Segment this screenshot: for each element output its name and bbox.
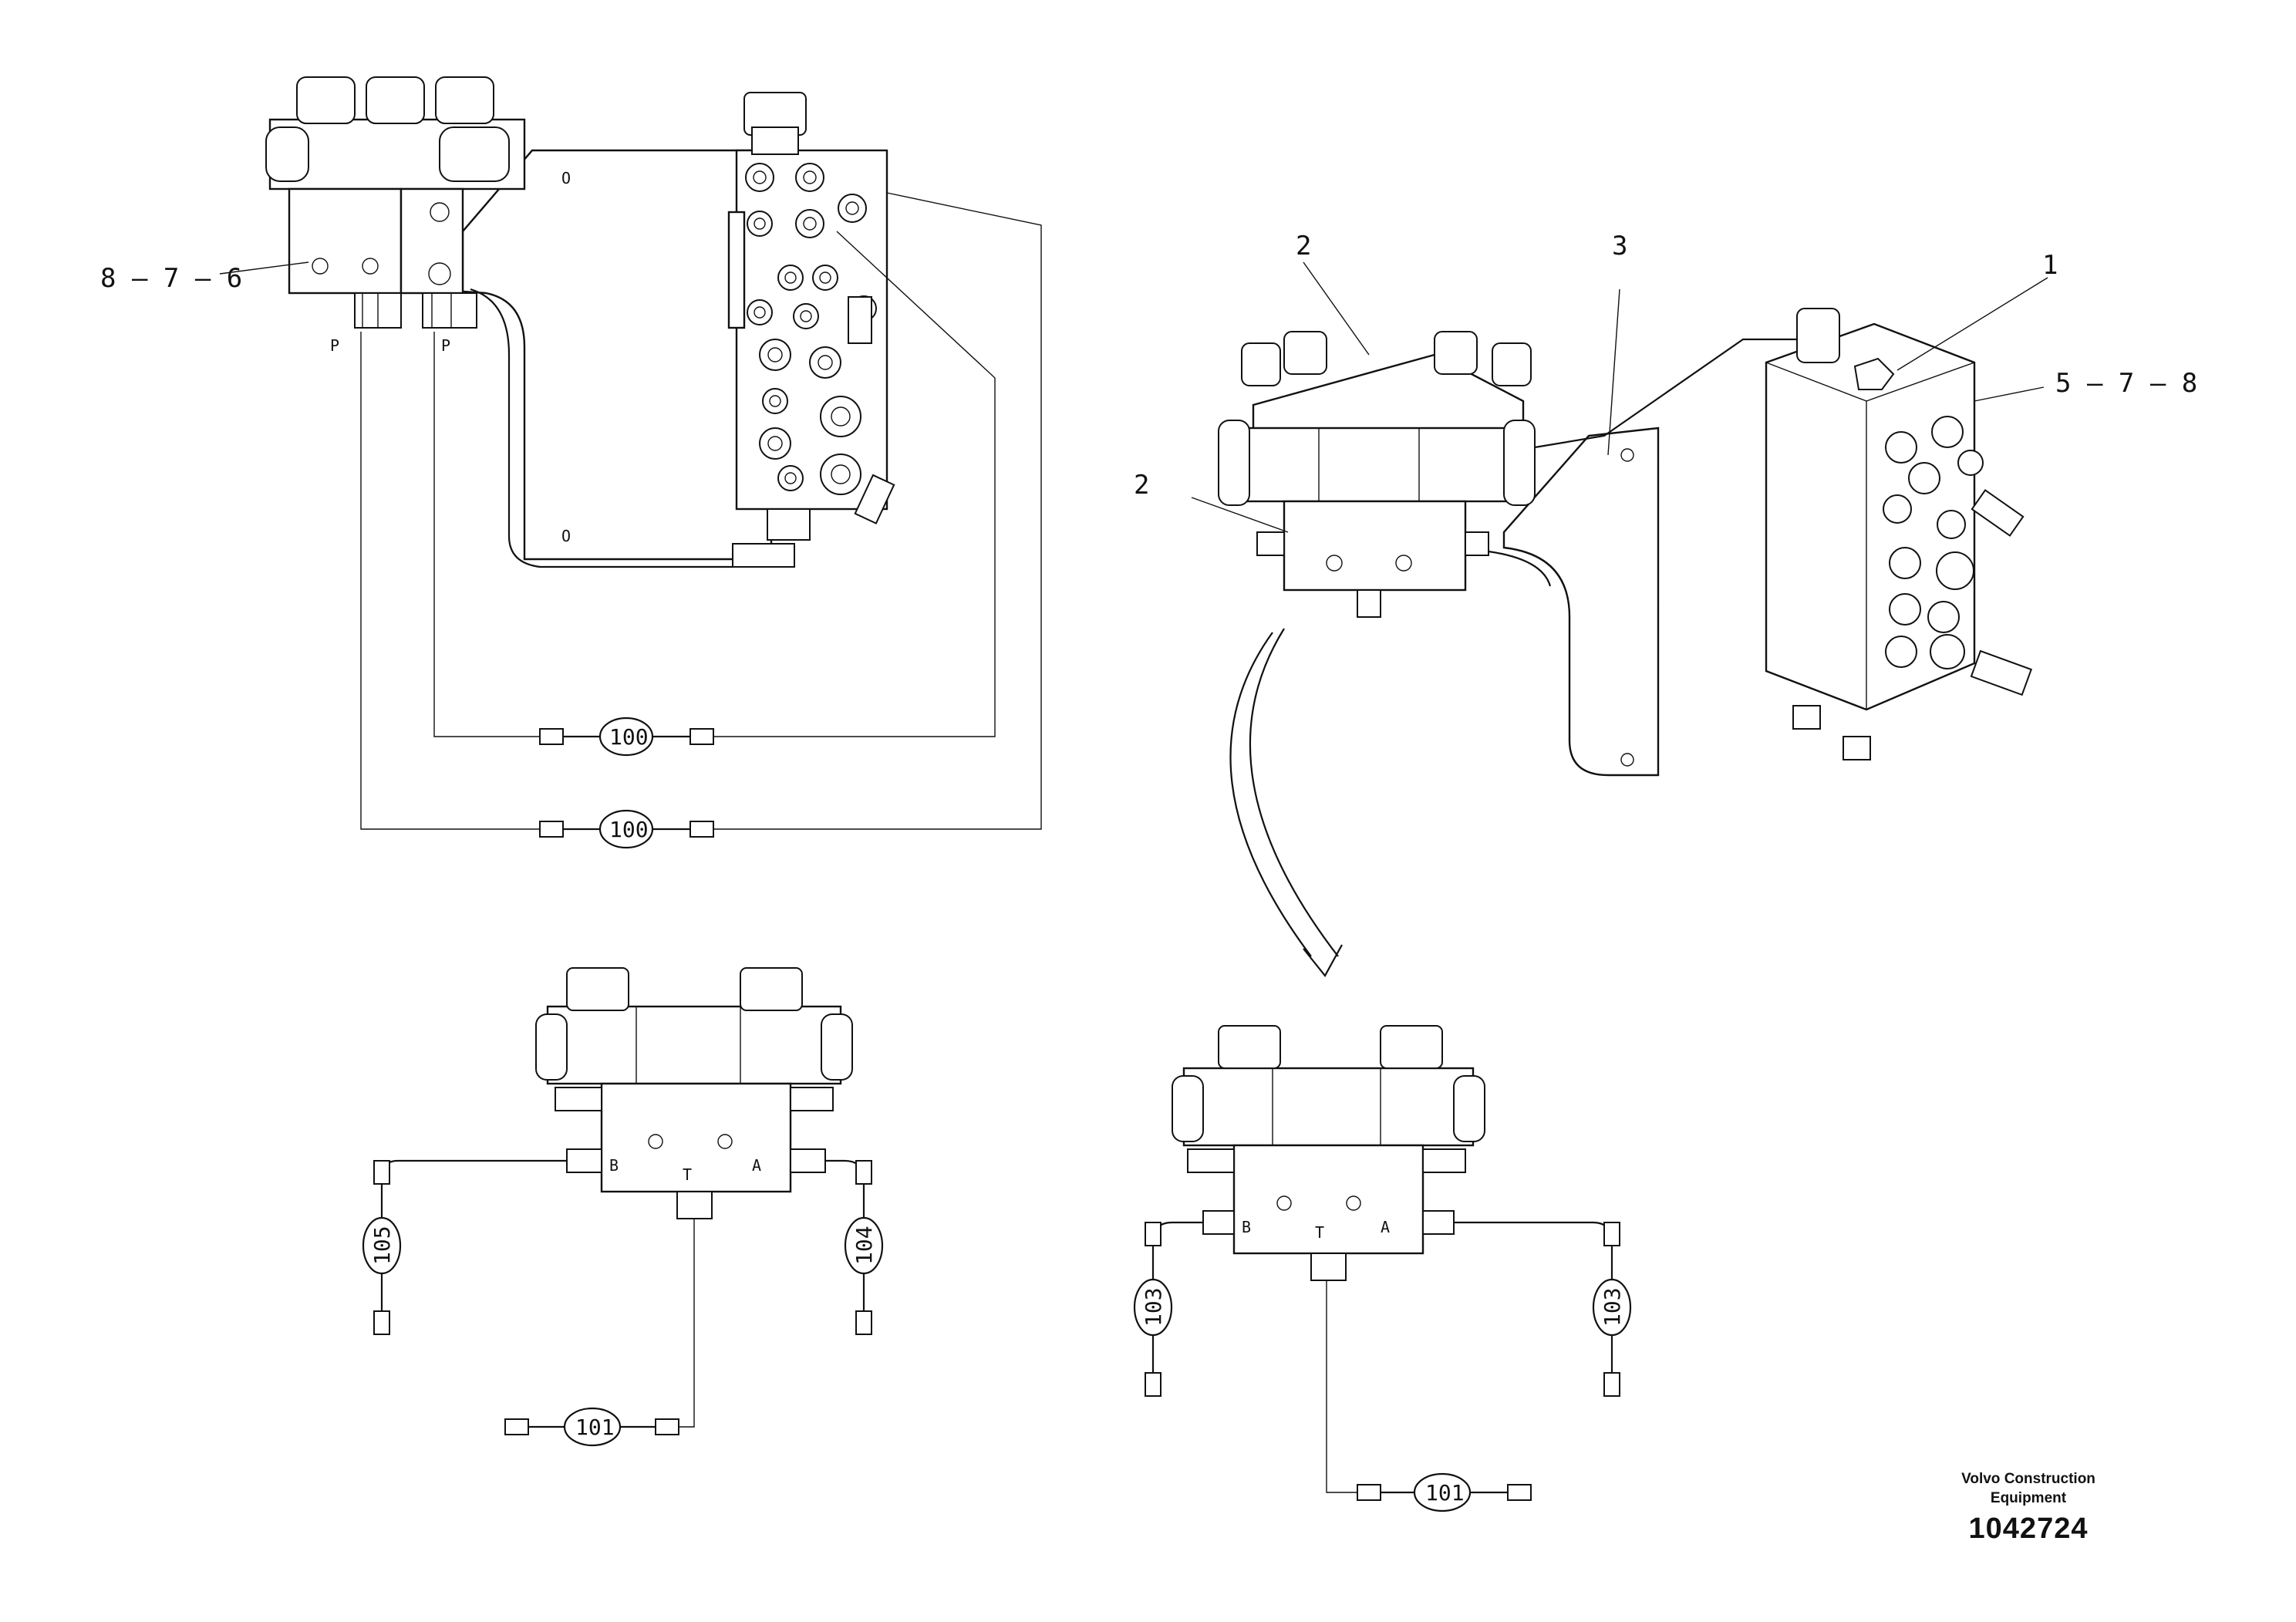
mounting-plate — [461, 149, 773, 561]
hose-101-left: 101 — [563, 1407, 622, 1447]
brand-line-1: Volvo Construction — [1961, 1471, 2095, 1487]
view-arrow — [1229, 628, 1343, 977]
hose-label-101-left: 101 — [575, 1415, 615, 1440]
callout-8-7-6: 8 — 7 — 6 — [100, 263, 242, 294]
valve-left-port-t: T — [683, 1165, 692, 1184]
brand-line-2: Equipment — [1990, 1490, 2067, 1506]
hose-label-103-left: 103 — [1141, 1287, 1166, 1327]
top-right-assembly: 2 2 3 1 5 — 7 — 8 — [1134, 231, 2197, 777]
valve-right-port-t: T — [1315, 1223, 1324, 1242]
hose-label-103-right: 103 — [1600, 1287, 1625, 1327]
hose-label-100-lower: 100 — [609, 817, 649, 842]
hose-label-105: 105 — [369, 1226, 395, 1265]
valve-right-port-a: A — [1381, 1218, 1390, 1236]
subplate-left — [288, 187, 403, 295]
hose-103-left: 103 — [1133, 1278, 1173, 1337]
hose-label-104: 104 — [851, 1226, 877, 1265]
hose-route-lower-100 — [360, 192, 1042, 830]
valve-right-port-b: B — [1242, 1218, 1251, 1236]
hose-105: 105 — [362, 1216, 402, 1275]
top-left-assembly: P P O O — [100, 76, 1042, 830]
callout-3: 3 — [1612, 231, 1627, 261]
hose-100-lower: 100 — [539, 809, 714, 849]
hose-route-upper-100 — [433, 231, 996, 737]
callout-1: 1 — [2042, 250, 2058, 281]
valve-left-port-b: B — [609, 1156, 619, 1175]
manifold-block — [1765, 322, 1976, 711]
valve-right: B T A — [1145, 1025, 1620, 1501]
hose-101-right: 101 — [1413, 1472, 1472, 1512]
port-label-p-right: P — [441, 336, 450, 355]
callout-5-7-8: 5 — 7 — 8 — [2055, 368, 2197, 399]
hose-100-upper: 100 — [539, 717, 714, 757]
callout-2-lower: 2 — [1134, 470, 1149, 501]
bracket — [1502, 427, 1660, 777]
hose-103-right: 103 — [1592, 1278, 1632, 1337]
hose-label-101-right: 101 — [1425, 1480, 1465, 1506]
block-fittings — [732, 163, 895, 568]
hose-route-inner — [470, 288, 733, 568]
callout-2-upper: 2 — [1296, 231, 1311, 261]
port-label-p-left: P — [330, 336, 339, 355]
subplate-right — [400, 187, 464, 295]
hose-label-100-upper: 100 — [609, 724, 649, 750]
solenoid-pair — [1218, 331, 1552, 618]
plate-hole-top: O — [561, 169, 571, 187]
valve-left-port-a: A — [752, 1156, 761, 1175]
hose-104: 104 — [844, 1216, 884, 1275]
drawing-number: 1042724 — [1968, 1512, 2089, 1545]
brand-block: Volvo Construction Equipment 1042724 — [1913, 1469, 2144, 1546]
valve-left: B T A — [373, 967, 872, 1435]
manifold-fittings — [1792, 416, 2032, 760]
plate-hole-bottom: O — [561, 527, 571, 545]
